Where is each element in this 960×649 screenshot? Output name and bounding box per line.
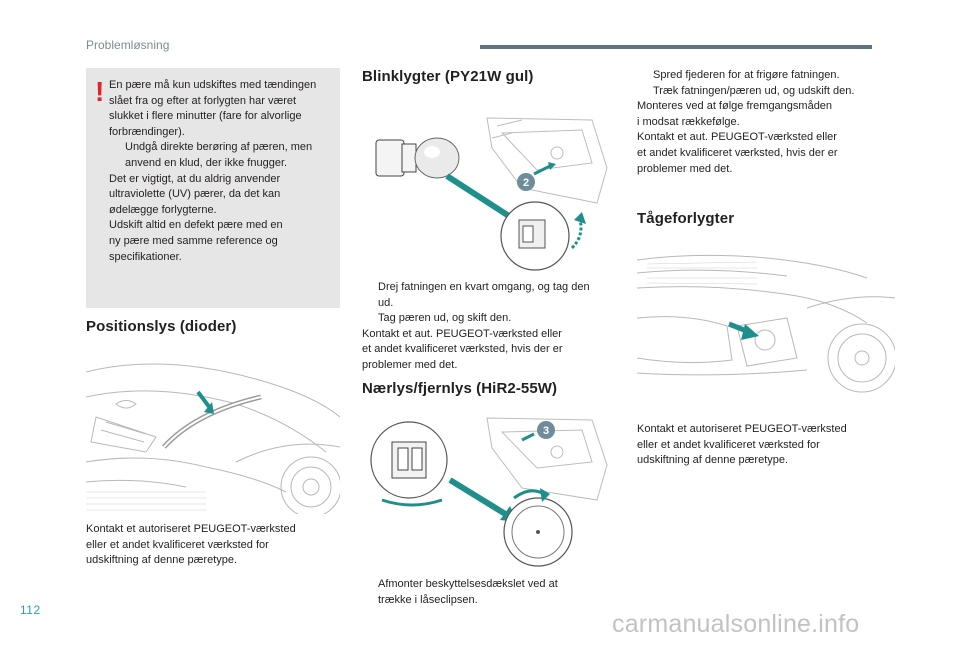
instruction-bullet: Træk fatningen/pæren ud, og udskift den. — [637, 84, 897, 100]
warning-bullet-line: anvend en klud, der ikke fnugger. — [125, 156, 288, 169]
bullet-text: Afmonter beskyttelsesdækslet ved at — [378, 578, 558, 590]
text-line: Kontakt et aut. PEUGEOT-værksted eller — [362, 327, 562, 340]
bullet-text: Tag pæren ud, og skift den. — [378, 312, 512, 325]
header-bar — [480, 45, 872, 49]
warning-line: specifikationer. — [109, 250, 182, 263]
blinklygter-illustration: 2 — [362, 108, 612, 276]
text-line: et andet kvalificeret værksted, hvis der… — [362, 343, 563, 356]
warning-line: Det er vigtigt, at du aldrig anvender — [109, 172, 281, 185]
naerlys-illustration: 3 — [362, 410, 612, 570]
taageforlygter-illustration — [637, 248, 895, 404]
step-badge-2: 2 — [523, 177, 529, 189]
warning-icon: ! — [95, 76, 105, 107]
positionslys-heading: Positionslys (dioder) — [86, 318, 237, 335]
warning-line: ødelægge forlygterne. — [109, 203, 217, 216]
instruction-bullet: Drej fatningen en kvart omgang, og tag d… — [362, 280, 612, 311]
warning-line: En pære må kun udskiftes med tændingen — [109, 79, 317, 91]
bullet-text: trække i låseclipsen. — [378, 593, 478, 606]
positionslys-illustration — [86, 342, 340, 514]
text-line: i modsat rækkefølge. — [637, 115, 740, 128]
instruction-bullet: Afmonter beskyttelsesdækslet ved at træk… — [362, 577, 612, 608]
instruction-bullet: Spred fjederen for at frigøre fatningen. — [637, 68, 897, 84]
step-badge-3: 3 — [543, 425, 549, 437]
blinklygter-heading: Blinklygter (PY21W gul) — [362, 68, 534, 85]
bullet-text: Spred fjederen for at frigøre fatningen. — [653, 69, 840, 81]
warning-bullet-line: Undgå direkte berøring af pæren, men — [125, 141, 313, 154]
warning-text: En pære må kun udskiftes med tændingen s… — [109, 78, 341, 265]
warning-line: forbrændinger). — [109, 125, 185, 138]
bullet-text: ud. — [378, 296, 394, 309]
naerlys-heading: Nærlys/fjernlys (HiR2-55W) — [362, 380, 558, 397]
watermark: carmanualsonline.info — [612, 610, 860, 638]
text-line: et andet kvalificeret værksted, hvis der… — [637, 146, 838, 159]
taageforlygter-heading: Tågeforlygter — [637, 210, 735, 227]
warning-line: ultraviolette (UV) pærer, da det kan — [109, 188, 281, 201]
warning-line: Udskift altid en defekt pære med en — [109, 219, 283, 232]
text-line: eller et andet kvalificeret værksted for — [637, 438, 820, 451]
warning-line: ny pære med samme reference og — [109, 234, 278, 247]
text-line: udskiftning af denne pæretype. — [86, 554, 238, 567]
text-line: problemer med det. — [362, 358, 458, 371]
naerlys-text: Afmonter beskyttelsesdækslet ved at træk… — [362, 577, 612, 608]
section-title: Problemløsning — [86, 38, 170, 52]
instruction-bullet: Tag pæren ud, og skift den. — [362, 311, 612, 327]
text-line: Kontakt et autoriseret PEUGEOT-værksted — [637, 423, 847, 435]
taageforlygter-text: Kontakt et autoriseret PEUGEOT-værksted … — [637, 422, 897, 469]
warning-box — [86, 68, 340, 308]
bullet-text: Træk fatningen/pæren ud, og udskift den. — [653, 84, 855, 97]
blinklygter-text: Drej fatningen en kvart omgang, og tag d… — [362, 280, 612, 374]
warning-line: slukket i flere minutter (fare for alvor… — [109, 110, 302, 123]
right-column-text: Spred fjederen for at frigøre fatningen.… — [637, 68, 897, 177]
text-line: Monteres ved at følge fremgangsmåden — [637, 100, 833, 113]
warning-line: slået fra og efter at forlygten har være… — [109, 94, 297, 107]
text-line: problemer med det. — [637, 162, 733, 175]
text-line: Kontakt et autoriseret PEUGEOT-værksted — [86, 523, 296, 535]
positionslys-text: Kontakt et autoriseret PEUGEOT-værksted … — [86, 522, 340, 569]
text-line: udskiftning af denne pæretype. — [637, 454, 789, 467]
page-number: 112 — [20, 603, 41, 617]
text-line: eller et andet kvalificeret værksted for — [86, 538, 269, 551]
bullet-text: Drej fatningen en kvart omgang, og tag d… — [378, 281, 590, 293]
text-line: Kontakt et aut. PEUGEOT-værksted eller — [637, 131, 837, 144]
warning-bullet: Undgå direkte berøring af pæren, men anv… — [109, 140, 341, 171]
